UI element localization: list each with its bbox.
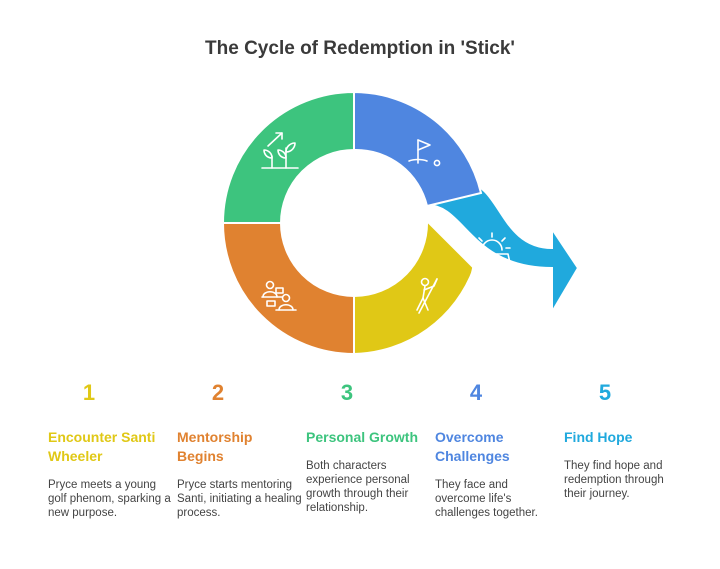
- step-5: 5 Find Hope They find hope and redemptio…: [564, 380, 689, 501]
- step-number: 5: [598, 380, 612, 405]
- step-heading: Personal Growth: [306, 429, 419, 445]
- diagram-title: The Cycle of Redemption in 'Stick': [205, 38, 515, 59]
- step-heading: Encounter Santi Wheeler: [48, 429, 156, 464]
- step-number: 4: [469, 380, 483, 405]
- growing-plants-icon: [261, 132, 299, 169]
- segment-mentorship: [221, 222, 355, 356]
- step-number: 3: [340, 380, 354, 405]
- step-number: 1: [82, 380, 96, 405]
- segment-encounter: [353, 218, 476, 356]
- step-description: Pryce meets a young golf phenom, sparkin…: [48, 479, 171, 519]
- step-number: 2: [211, 380, 225, 405]
- step-description: Both characters experience personal grow…: [306, 460, 410, 514]
- step-description: They find hope and redemption through th…: [564, 460, 664, 500]
- step-4: 4 Overcome Challenges They face and over…: [435, 380, 560, 520]
- step-description: Pryce starts mentoring Santi, initiating…: [177, 479, 302, 519]
- sunrise-field-icon: [471, 232, 513, 273]
- step-heading: Overcome Challenges: [435, 429, 510, 464]
- step-2: 2 Mentorship Begins Pryce starts mentori…: [177, 380, 302, 520]
- step-1: 1 Encounter Santi Wheeler Pryce meets a …: [48, 380, 173, 520]
- golfer-swing-icon: [416, 277, 438, 314]
- cycle-diagram: [221, 90, 580, 356]
- segment-personal-growth: [221, 90, 355, 224]
- mentor-desk-icon: [261, 280, 297, 311]
- step-3: 3 Personal Growth Both characters experi…: [306, 380, 431, 515]
- step-heading: Find Hope: [564, 429, 633, 445]
- step-description: They face and overcome life's challenges…: [435, 479, 538, 519]
- step-heading: Mentorship Begins: [177, 429, 253, 464]
- golf-flag-icon: [408, 139, 441, 167]
